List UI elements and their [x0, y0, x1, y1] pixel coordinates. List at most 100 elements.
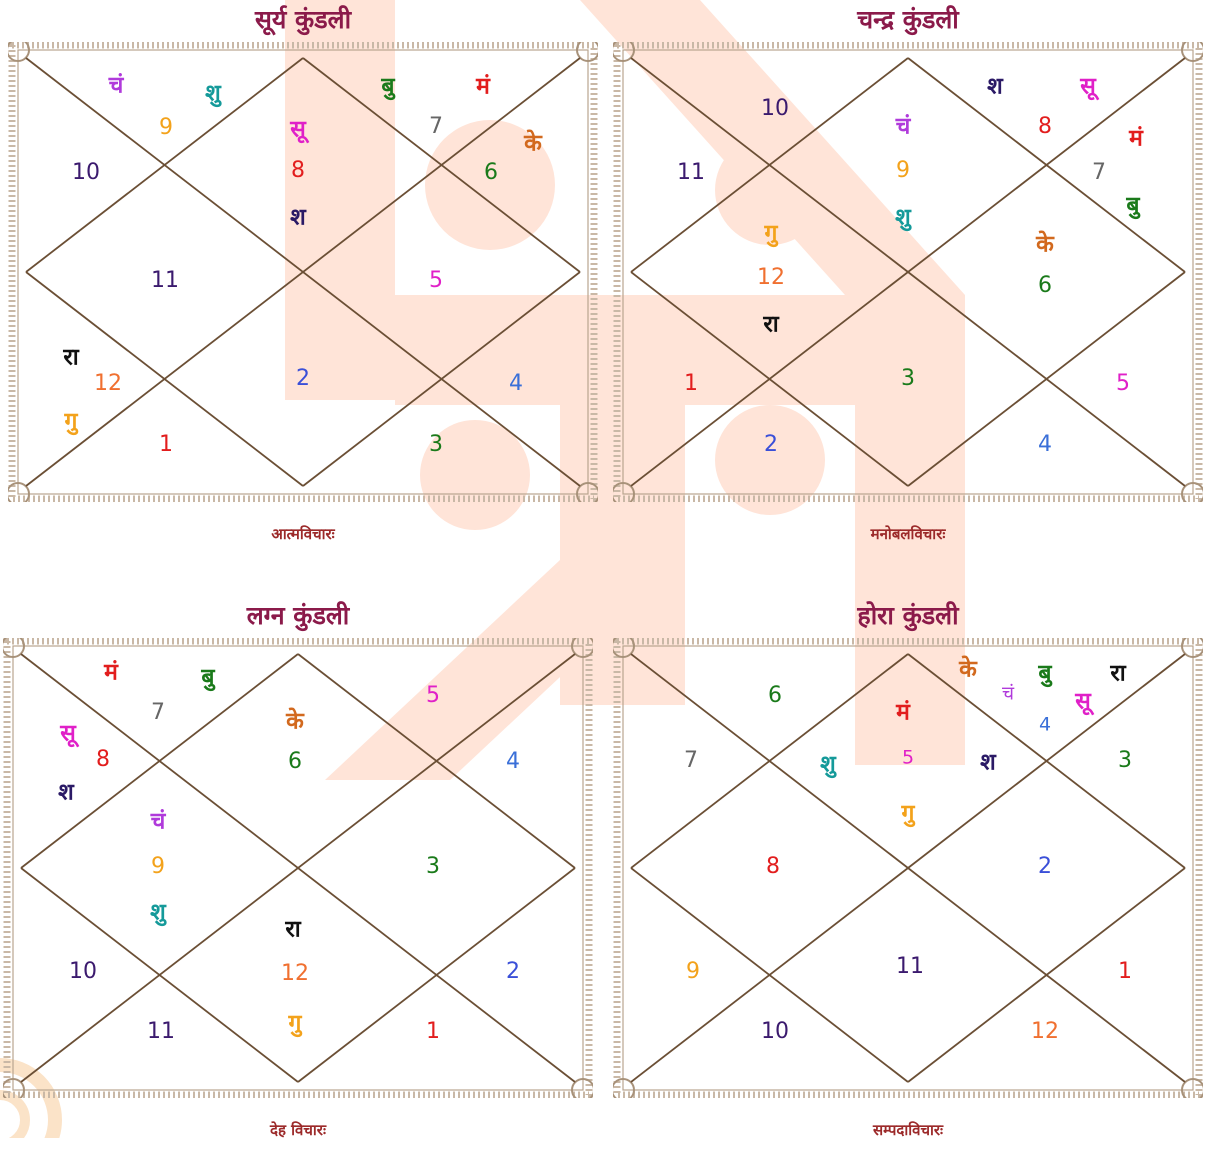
sign-house-10: 10	[761, 98, 789, 120]
planet-ketu: के	[1036, 234, 1054, 257]
sign-house-5: 5	[426, 685, 440, 707]
sign-house-12: 12	[757, 267, 785, 289]
chandra-kundali-caption: मनोबलविचारः	[613, 524, 1203, 544]
sign-house-9: 9	[151, 856, 165, 878]
lagna-kundali-title: लग्न कुंडली	[3, 598, 593, 634]
planet-shukra: शु	[820, 754, 836, 777]
sign-house-6: 6	[1038, 275, 1052, 297]
sign-house-7: 7	[429, 116, 443, 138]
sign-house-3: 3	[426, 856, 440, 878]
sign-house-2: 2	[1038, 856, 1052, 878]
sign-house-2: 2	[506, 961, 520, 983]
sign-house-4: 4	[506, 751, 520, 773]
sign-house-9: 9	[159, 117, 173, 139]
sign-house-7: 7	[684, 750, 698, 772]
sign-house-12: 12	[281, 963, 309, 985]
sign-house-5: 5	[902, 749, 914, 768]
planet-shukra: शु	[150, 902, 166, 925]
planet-mangal: मं	[104, 662, 118, 685]
sign-house-6: 6	[288, 751, 302, 773]
planet-guru: गु	[765, 223, 778, 246]
sign-house-6: 6	[768, 685, 782, 707]
sign-house-10: 10	[69, 961, 97, 983]
sign-house-8: 8	[1038, 116, 1052, 138]
sign-house-1: 1	[426, 1021, 440, 1043]
sign-house-10: 10	[72, 162, 100, 184]
planet-shani: श	[987, 76, 1003, 99]
planet-surya: सू	[1080, 76, 1096, 99]
planet-mangal: मं	[1129, 128, 1143, 151]
planet-budh: बु	[381, 76, 394, 99]
sign-house-11: 11	[896, 956, 924, 978]
planet-rahu: रा	[63, 347, 78, 370]
sign-house-7: 7	[151, 702, 165, 724]
sign-house-4: 4	[1039, 716, 1051, 735]
sign-house-3: 3	[901, 368, 915, 390]
sign-house-1: 1	[159, 434, 173, 456]
sign-house-2: 2	[764, 434, 778, 456]
hora-kundali-caption: सम्पदाविचारः	[613, 1120, 1203, 1140]
planet-shukra: शु	[205, 83, 221, 106]
sign-house-8: 8	[291, 160, 305, 182]
sign-house-4: 4	[509, 373, 523, 395]
hora-kundali-title: होरा कुंडली	[613, 598, 1203, 634]
planet-chandra: चं	[896, 116, 911, 139]
planet-surya: सू	[1075, 691, 1091, 714]
planet-guru: गु	[65, 411, 78, 434]
planet-guru: गु	[289, 1013, 302, 1036]
planet-ketu: के	[286, 711, 304, 734]
sign-house-6: 6	[484, 162, 498, 184]
planet-ketu: के	[959, 659, 977, 682]
planet-rahu: रा	[1110, 663, 1125, 686]
sign-house-9: 9	[686, 961, 700, 983]
sign-house-11: 11	[677, 162, 705, 184]
sign-house-10: 10	[761, 1021, 789, 1043]
surya-kundali-title: सूर्य कुंडली	[8, 2, 598, 38]
planet-shani: श	[290, 207, 306, 230]
planet-mangal: मं	[476, 76, 490, 99]
planet-mangal: मं	[896, 702, 910, 725]
chandra-kundali-title: चन्द्र कुंडली	[613, 2, 1203, 38]
sign-house-4: 4	[1038, 434, 1052, 456]
kundali-grid	[613, 42, 1203, 502]
sign-chandra: चं	[1002, 685, 1014, 704]
planet-rahu: रा	[763, 314, 778, 337]
chandra-kundali-chart: 10 11 गु 12 रा चं 9 शु श सू 8 मं 7 बु के 6 1 3 5 2 4	[613, 42, 1203, 502]
kundali-grid	[8, 42, 598, 502]
surya-kundali-panel: सूर्य कुंडली चंशु910सू8शबुमं7के6115रा12ग…	[8, 0, 598, 560]
hora-kundali-chart: 67केबुराचं4सूमंशु5शगु38291111012	[613, 638, 1203, 1098]
sign-house-12: 12	[1031, 1021, 1059, 1043]
planet-chandra: चं	[109, 75, 124, 98]
planet-surya: सू	[290, 119, 306, 142]
sign-house-8: 8	[766, 856, 780, 878]
planet-shani: श	[58, 782, 74, 805]
sign-house-1: 1	[684, 373, 698, 395]
planet-rahu: रा	[285, 919, 300, 942]
planet-surya: सू	[60, 723, 76, 746]
planet-shukra: शु	[895, 207, 911, 230]
sign-house-11: 11	[151, 270, 179, 292]
surya-kundali-chart: चं शु 9 10 सू 8 श बु मं 7 के 6 11 5 रा 12 गु 2 4 1 3	[8, 42, 598, 502]
planet-budh: बु	[201, 667, 214, 690]
sign-house-12: 12	[94, 373, 122, 395]
planet-budh: बु	[1126, 195, 1139, 218]
sign-house-2: 2	[296, 368, 310, 390]
sign-house-7: 7	[1092, 162, 1106, 184]
surya-kundali-caption: आत्मविचारः	[8, 524, 598, 544]
sign-house-5: 5	[1116, 373, 1130, 395]
sign-house-5: 5	[429, 270, 443, 292]
planet-ketu: के	[524, 133, 542, 156]
sign-house-3: 3	[1118, 750, 1132, 772]
planet-guru: गु	[902, 803, 915, 826]
lagna-kundali-caption: देह विचारः	[3, 1120, 593, 1140]
planet-shani: श	[980, 752, 996, 775]
planet-chandra: चं	[151, 811, 166, 834]
planet-budh: बु	[1038, 663, 1051, 686]
sign-house-3: 3	[429, 434, 443, 456]
hora-kundali-panel: होरा कुंडली 67केबुराचं4सूमंशु5शगु3829111…	[613, 596, 1203, 1156]
sign-house-11: 11	[147, 1021, 175, 1043]
sign-house-9: 9	[896, 160, 910, 182]
sign-house-1: 1	[1118, 961, 1132, 983]
